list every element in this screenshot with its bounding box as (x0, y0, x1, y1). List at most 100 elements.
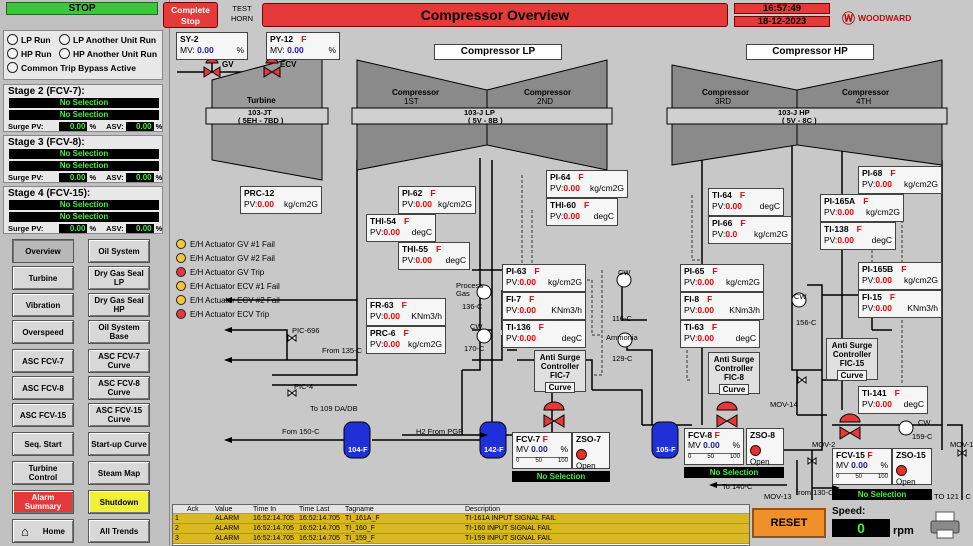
alarm-lamp-icon (176, 239, 186, 249)
nav-overspeed-button[interactable]: Overspeed (12, 320, 74, 344)
nav-asc-fcv-8-button[interactable]: ASC FCV-8 (12, 376, 74, 400)
alarm-gv1-fail: E/H Actuator GV #1 Fail (176, 239, 275, 249)
turbine-label: Turbine (247, 96, 276, 105)
nav-asc-fcv-8-curve-button[interactable]: ASC FCV-8 Curve (88, 376, 150, 400)
alarm-table[interactable]: Ack Value Time In Time Last Tagname Desc… (172, 504, 750, 546)
fcv-7-selection: No Selection (512, 471, 610, 482)
hp-another-unit-run-indicator: HP Another Unit Run (59, 48, 157, 59)
alarm-table-header: Ack Value Time In Time Last Tagname Desc… (173, 505, 749, 514)
alarm-lamp-icon (176, 267, 186, 277)
alarm-lamp-icon (176, 309, 186, 319)
asc-fic-15-curve-button[interactable]: Curve (837, 370, 867, 381)
speed-display: Speed: 0 rpm (832, 506, 914, 537)
clock-date: 18-12-2023 (734, 16, 830, 27)
zso-8-lamp-icon (750, 445, 761, 456)
fcv-8-selection: No Selection (684, 467, 784, 478)
section-compressor-lp: Compressor LP (434, 44, 562, 60)
nav-oil-system-base-button[interactable]: Oil System Base (88, 320, 150, 344)
page-title: Compressor Overview (262, 3, 728, 27)
woodward-mark-icon: Ⓦ (842, 11, 856, 26)
nav-dry-gas-seal-hp-button[interactable]: Dry Gas Seal HP (88, 293, 150, 317)
nav-vibration-button[interactable]: Vibration (12, 293, 74, 317)
asc-fic-8-curve-button[interactable]: Curve (719, 384, 749, 395)
sy-2-box[interactable]: SY-2 MV: 0.00% (176, 32, 248, 60)
zso-7-box: ZSO-7 Open (572, 432, 610, 470)
alarm-gv2-fail: E/H Actuator GV #2 Fail (176, 253, 275, 263)
alarm-ecv-trip: E/H Actuator ECV Trip (176, 309, 269, 319)
piping-lines (177, 49, 967, 500)
nav-asc-fcv-7-curve-button[interactable]: ASC FCV-7 Curve (88, 349, 150, 373)
lp-another-lamp-icon (59, 34, 70, 45)
lp-run-indicator: LP Run (7, 34, 51, 45)
nav-shutdown-button[interactable]: Shutdown (88, 490, 150, 514)
nav-turbine-control-button[interactable]: Turbine Control (12, 461, 74, 485)
printer-icon[interactable] (928, 510, 964, 540)
nav-seq-start-button[interactable]: Seq. Start (12, 432, 74, 456)
asc-fic-7-curve-button[interactable]: Curve (545, 382, 575, 393)
nav-startup-curve-button[interactable]: Start-up Curve (88, 432, 150, 456)
alarm-lamp-icon (176, 295, 186, 305)
zso-8-box: ZSO-8 Open (746, 428, 784, 466)
nav-home-button[interactable]: ⌂Home (12, 519, 74, 543)
test-horn-button[interactable]: TEST HORN (230, 4, 254, 23)
nav-asc-fcv-7-button[interactable]: ASC FCV-7 (12, 349, 74, 373)
hp-run-indicator: HP Run (7, 48, 52, 59)
nav-asc-fcv-15-curve-button[interactable]: ASC FCV-15 Curve (88, 403, 150, 427)
nav-turbine-button[interactable]: Turbine (12, 266, 74, 290)
nav-overview-button[interactable]: Overview (12, 239, 74, 263)
alarm-lamp-icon (176, 281, 186, 291)
alarm-gv-trip: E/H Actuator GV Trip (176, 267, 264, 277)
nav-alarm-summary-button[interactable]: Alarm Summary (12, 490, 74, 514)
lp-another-unit-run-indicator: LP Another Unit Run (59, 34, 156, 45)
zso-7-lamp-icon (576, 449, 587, 460)
alarm-ecv1-fail: E/H Actuator ECV #1 Fail (176, 281, 280, 291)
nav-all-trends-button[interactable]: All Trends (88, 519, 150, 543)
nav-steam-map-button[interactable]: Steam Map (88, 461, 150, 485)
section-compressor-hp: Compressor HP (746, 44, 874, 60)
alarm-ecv2-fail: E/H Actuator ECV #2 Fail (176, 295, 280, 305)
clock-time: 16:57:49 (734, 3, 830, 14)
nav-oil-system-button[interactable]: Oil System (88, 239, 150, 263)
hp-run-lamp-icon (7, 48, 18, 59)
reset-button[interactable]: RESET (752, 508, 826, 538)
common-trip-bypass-indicator: Common Trip Bypass Active (7, 62, 136, 73)
nav-asc-fcv-15-button[interactable]: ASC FCV-15 (12, 403, 74, 427)
nav-dry-gas-seal-lp-button[interactable]: Dry Gas Seal LP (88, 266, 150, 290)
complete-stop-button[interactable]: Complete Stop (163, 2, 218, 28)
hp-another-lamp-icon (59, 48, 70, 59)
zso-15-box: ZSO-15 Open (892, 448, 932, 486)
